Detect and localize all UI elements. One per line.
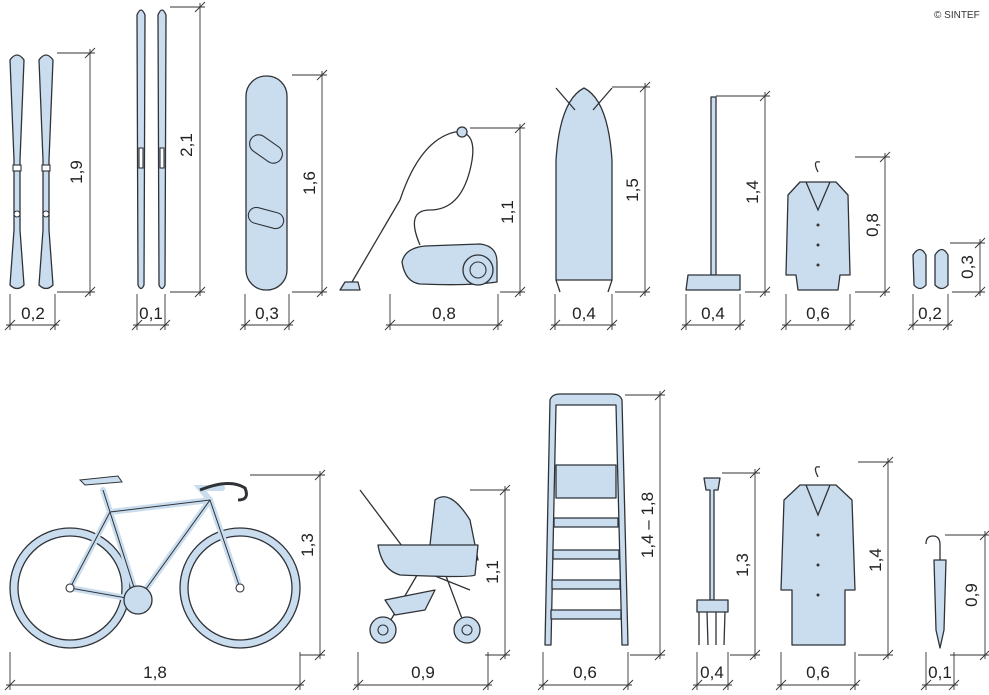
height-label: 0,9 bbox=[962, 583, 981, 607]
height-label: 1,4 – 1,8 bbox=[638, 492, 657, 558]
snowboard-icon bbox=[245, 75, 288, 291]
vacuum-cleaner-icon bbox=[339, 126, 498, 291]
broom-dimensions: 0,4 1,4 bbox=[680, 90, 771, 331]
shoes-dimensions: 0,2 0,3 bbox=[907, 237, 986, 331]
bicycle-icon bbox=[9, 475, 301, 649]
width-label: 0,2 bbox=[918, 304, 942, 323]
width-label: 0,6 bbox=[806, 663, 830, 682]
height-label: 0,8 bbox=[863, 213, 882, 237]
jacket-icon bbox=[785, 161, 851, 291]
height-label: 0,3 bbox=[958, 255, 977, 279]
width-label: 0,4 bbox=[572, 304, 596, 323]
height-label: 1,1 bbox=[483, 560, 502, 584]
height-label: 1,5 bbox=[623, 178, 642, 202]
broom-icon bbox=[685, 96, 741, 291]
ironing-board-icon bbox=[555, 87, 613, 293]
long-coat-dimensions: 0,6 1,4 bbox=[775, 456, 894, 691]
ironing-board-dimensions: 0,4 1,5 bbox=[549, 81, 651, 331]
height-label: 1,3 bbox=[298, 533, 317, 557]
height-label: 1,1 bbox=[498, 200, 517, 224]
garden-fork-dimensions: 0,4 1,3 bbox=[691, 467, 761, 691]
jacket-dimensions: 0,6 0,8 bbox=[780, 151, 891, 331]
width-label: 0,8 bbox=[432, 304, 456, 323]
width-label: 0,1 bbox=[139, 304, 163, 323]
umbrella-dimensions: 0,1 0,9 bbox=[920, 529, 989, 691]
height-label: 2,1 bbox=[177, 133, 196, 157]
width-label: 0,4 bbox=[701, 304, 725, 323]
height-label: 1,4 bbox=[743, 180, 762, 204]
umbrella-icon bbox=[925, 535, 947, 649]
cross-country-skis-icon bbox=[136, 9, 167, 290]
width-label: 0,6 bbox=[806, 304, 830, 323]
bicycle-dimensions: 1,8 1,3 bbox=[4, 469, 326, 691]
height-label: 1,9 bbox=[67, 160, 86, 184]
width-label: 1,8 bbox=[143, 663, 167, 682]
garden-fork-icon bbox=[696, 477, 729, 646]
width-label: 0,3 bbox=[255, 304, 279, 323]
pram-dimensions: 0,9 1,1 bbox=[352, 484, 511, 691]
width-label: 0,1 bbox=[928, 663, 952, 682]
shoes-icon bbox=[912, 248, 949, 290]
copyright-text: © SINTEF bbox=[934, 10, 980, 21]
alpine-skis-dimensions: 0,2 1,9 bbox=[4, 47, 96, 331]
width-label: 0,2 bbox=[21, 304, 45, 323]
width-label: 0,4 bbox=[700, 663, 724, 682]
vacuum-cleaner-dimensions: 0,8 1,1 bbox=[384, 122, 526, 331]
width-label: 0,9 bbox=[411, 663, 435, 682]
width-label: 0,6 bbox=[573, 663, 597, 682]
height-label: 1,4 bbox=[866, 548, 885, 572]
height-label: 1,6 bbox=[300, 171, 319, 195]
height-label: 1,3 bbox=[733, 553, 752, 577]
stepladder-dimensions: 0,6 1,4 – 1,8 bbox=[537, 389, 666, 691]
stepladder-icon bbox=[544, 393, 629, 646]
pram-icon bbox=[359, 489, 481, 644]
alpine-skis-icon bbox=[9, 54, 54, 290]
long-coat-icon bbox=[780, 466, 856, 646]
cross-country-skis-dimensions: 0,1 2,1 bbox=[131, 1, 206, 331]
snowboard-dimensions: 0,3 1,6 bbox=[239, 69, 328, 331]
